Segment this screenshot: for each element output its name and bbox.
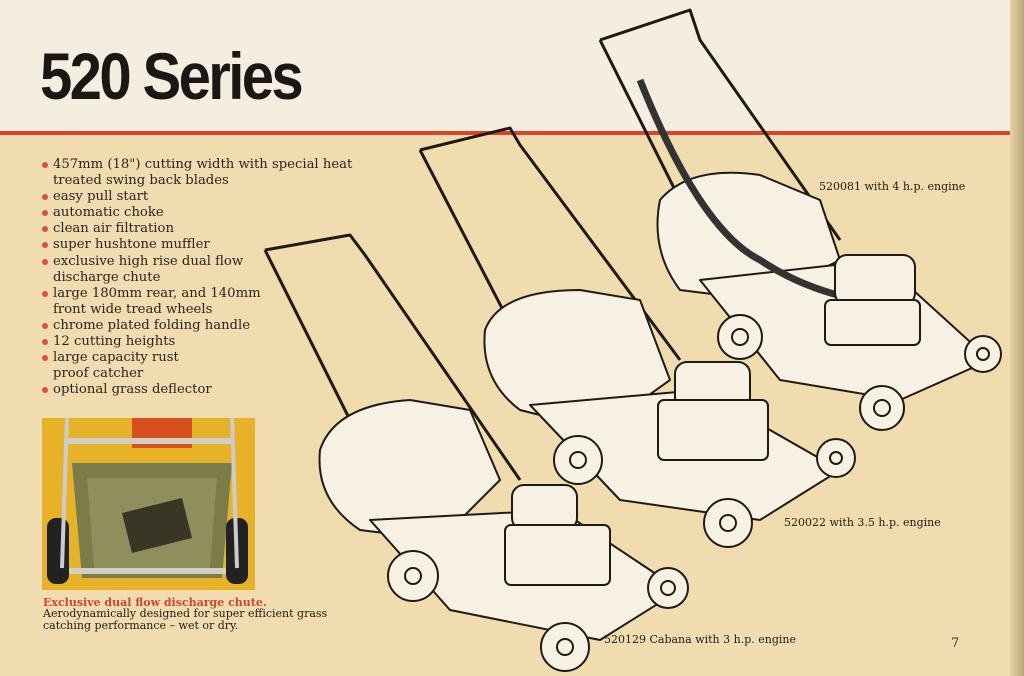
feature-item: automatic choke xyxy=(40,205,352,221)
page-title: 520 Series xyxy=(40,39,304,113)
photo-caption-body: Aerodynamically designed for super effic… xyxy=(43,607,328,632)
feature-item: super hushtone muffler xyxy=(40,237,352,253)
page-number: 7 xyxy=(951,636,960,651)
header-rule xyxy=(0,131,1010,135)
feature-item: chrome plated folding handle xyxy=(40,318,352,334)
feature-item: optional grass deflector xyxy=(40,382,352,398)
model-label-520129: 520129 Cabana with 3 h.p. engine xyxy=(604,633,796,646)
model-label-520022: 520022 with 3.5 h.p. engine xyxy=(784,516,941,529)
feature-item: 12 cutting heights xyxy=(40,334,352,350)
feature-item: 457mm (18") cutting width with special h… xyxy=(40,157,352,189)
feature-item: exclusive high rise dual flow discharge … xyxy=(40,254,352,286)
feature-item: clean air filtration xyxy=(40,221,352,237)
feature-item: easy pull start xyxy=(40,189,352,205)
header-band xyxy=(0,0,1024,131)
photo-caption-title: Exclusive dual flow discharge chute. xyxy=(43,596,267,609)
feature-item: large capacity rust proof catcher xyxy=(40,350,352,382)
mower-illustration-520129 xyxy=(263,233,689,672)
feature-list: 457mm (18") cutting width with special h… xyxy=(40,157,352,398)
mower-illustration-520081 xyxy=(598,8,1002,431)
page-binding-edge xyxy=(1010,0,1024,676)
feature-item: large 180mm rear, and 140mm front wide t… xyxy=(40,286,352,318)
model-label-520081: 520081 with 4 h.p. engine xyxy=(819,180,966,193)
discharge-chute-photo xyxy=(42,418,255,590)
mower-illustration-520022 xyxy=(418,126,856,548)
